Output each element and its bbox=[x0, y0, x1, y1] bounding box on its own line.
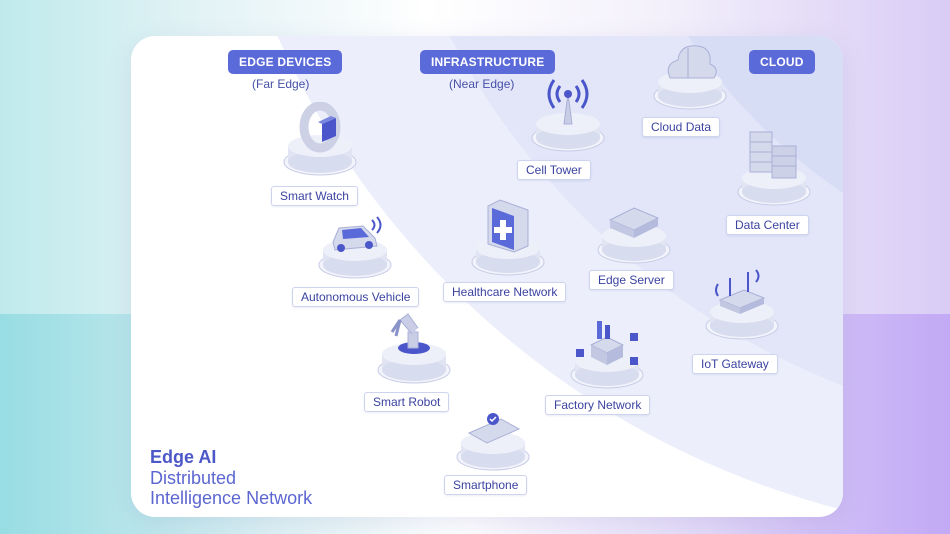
cell-tower-label: Cell Tower bbox=[517, 160, 591, 180]
robot-arm-icon bbox=[377, 313, 451, 384]
zone-title-infrastructure: INFRASTRUCTURE bbox=[420, 50, 556, 74]
cloud-data-node[interactable] bbox=[652, 38, 732, 116]
diagram-subtitle-line2: Intelligence Network bbox=[150, 488, 313, 508]
router-icon bbox=[705, 269, 779, 340]
factory-icon bbox=[570, 321, 644, 389]
smartphone-icon bbox=[456, 413, 530, 471]
factory-network-node[interactable] bbox=[567, 315, 651, 395]
healthcare-network-label: Healthcare Network bbox=[443, 282, 567, 302]
smart-robot-label: Smart Robot bbox=[364, 392, 450, 412]
server-icon bbox=[597, 207, 671, 264]
data-center-node[interactable] bbox=[736, 128, 816, 212]
iot-gateway-label: IoT Gateway bbox=[692, 354, 778, 374]
medical-cross-icon bbox=[471, 199, 545, 276]
edge-server-node[interactable] bbox=[596, 198, 676, 270]
cell-tower-icon bbox=[531, 79, 605, 152]
cloud-icon bbox=[653, 45, 727, 110]
diagram-title: Edge AI bbox=[150, 447, 217, 467]
car-icon bbox=[318, 216, 392, 279]
data-center-icon bbox=[737, 131, 811, 206]
zone-subtitle-near-edge: (Near Edge) bbox=[449, 77, 515, 91]
autonomous-vehicle-label: Autonomous Vehicle bbox=[292, 287, 420, 307]
data-center-label: Data Center bbox=[726, 215, 809, 235]
smart-watch-icon bbox=[283, 102, 357, 176]
diagram-card bbox=[131, 36, 843, 517]
smart-watch-label: Smart Watch bbox=[271, 186, 358, 206]
cloud-data-label: Cloud Data bbox=[642, 117, 721, 137]
smartphone-node[interactable] bbox=[455, 405, 535, 477]
zone-subtitle-far-edge: (Far Edge) bbox=[252, 77, 310, 91]
zone-title-cloud: CLOUD bbox=[749, 50, 815, 74]
healthcare-network-node[interactable] bbox=[470, 196, 550, 282]
diagram-title-block: Edge AI Distributed Intelligence Network bbox=[150, 446, 312, 508]
cell-tower-node[interactable] bbox=[530, 72, 610, 158]
factory-network-label: Factory Network bbox=[545, 395, 651, 415]
smart-robot-node[interactable] bbox=[374, 310, 454, 390]
smartphone-label: Smartphone bbox=[444, 475, 528, 495]
edge-server-label: Edge Server bbox=[589, 270, 674, 290]
diagram-subtitle-line1: Distributed bbox=[150, 468, 237, 488]
smart-watch-node[interactable] bbox=[282, 102, 362, 182]
zone-title-edge-devices: EDGE DEVICES bbox=[228, 50, 343, 74]
iot-gateway-node[interactable] bbox=[704, 264, 784, 348]
autonomous-vehicle-node[interactable] bbox=[317, 210, 397, 290]
